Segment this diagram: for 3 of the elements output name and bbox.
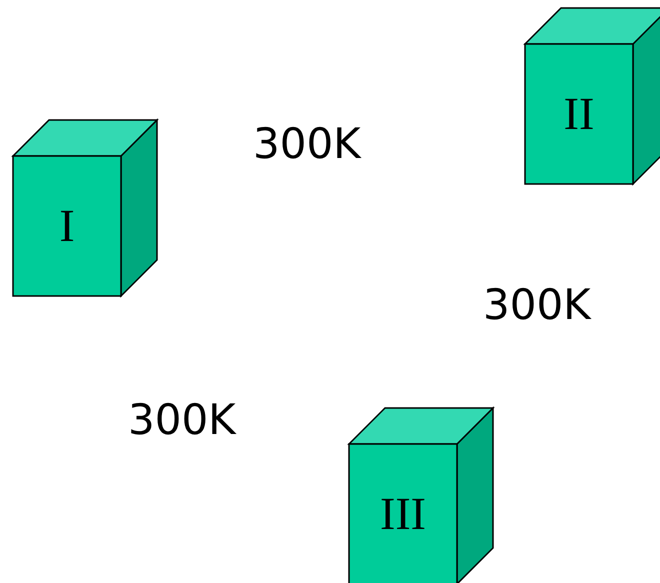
temperature-label: 300K xyxy=(483,281,591,329)
temperature-label: 300K xyxy=(253,120,361,168)
temperature-label: 300K xyxy=(128,396,236,444)
